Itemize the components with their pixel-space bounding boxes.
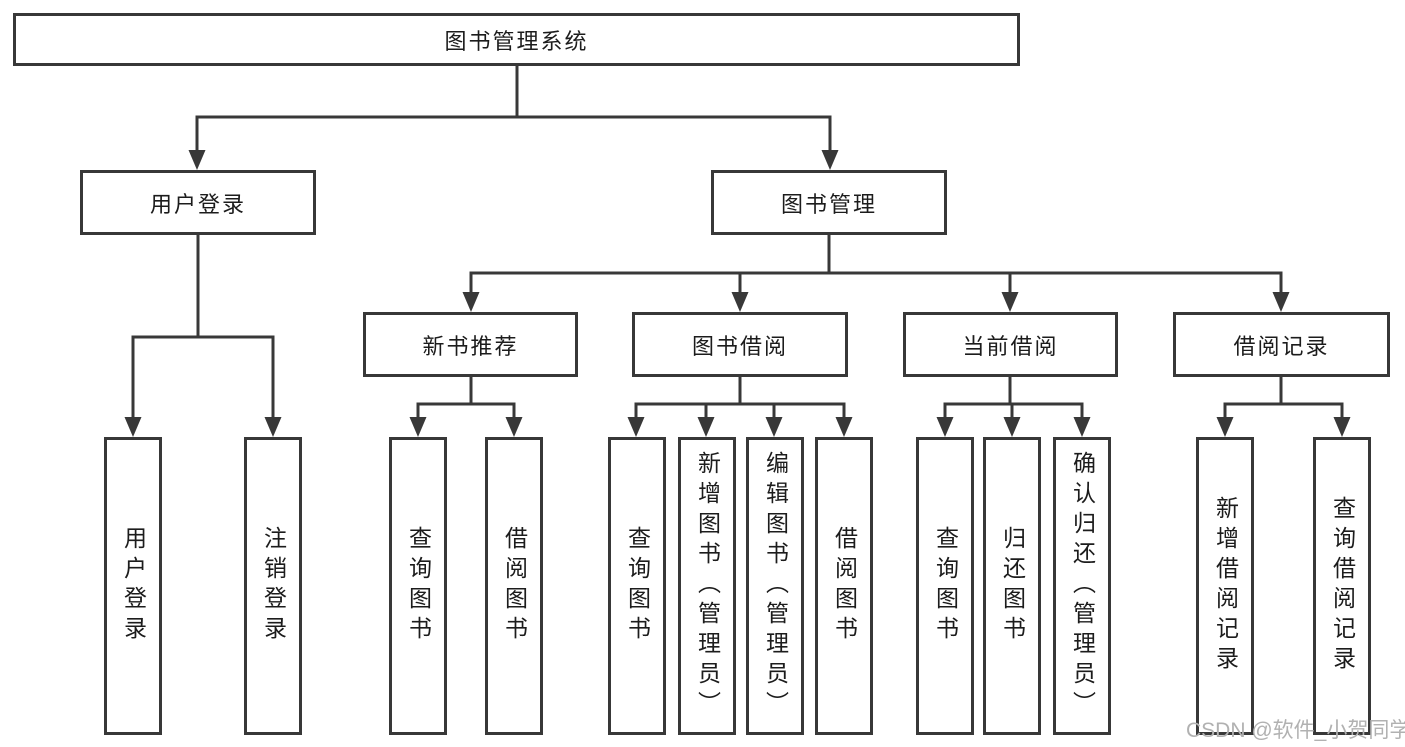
node-add-books-admin-label: 新增图书（管理员） <box>694 451 721 721</box>
node-add-borrow-record: 新增借阅记录 <box>1196 437 1254 735</box>
node-query-books-recommend: 查询图书 <box>389 437 447 735</box>
node-user-login-leaf: 用户登录 <box>104 437 162 735</box>
node-new-book-recommend: 新书推荐 <box>363 312 578 377</box>
node-query-books-current: 查询图书 <box>916 437 974 735</box>
connector-new-book-recommend-to-children <box>409 377 523 437</box>
node-return-books: 归还图书 <box>983 437 1041 735</box>
node-user-login-group: 用户登录 <box>80 170 316 235</box>
node-query-borrow-record: 查询借阅记录 <box>1313 437 1371 735</box>
node-logout-leaf-label: 注销登录 <box>260 526 287 646</box>
node-add-books-admin: 新增图书（管理员） <box>678 437 736 735</box>
node-book-management-label: 图书管理 <box>780 191 877 217</box>
watermark-text: CSDN @软件_小贺同学 <box>1186 719 1405 742</box>
node-borrow-books-leaf: 借阅图书 <box>815 437 873 735</box>
node-return-books-label: 归还图书 <box>999 526 1026 646</box>
node-library-system-label: 图书管理系统 <box>444 28 589 54</box>
node-query-borrow-record-label: 查询借阅记录 <box>1329 496 1356 676</box>
node-confirm-return-admin-label: 确认归还（管理员） <box>1069 451 1096 721</box>
node-logout-leaf: 注销登录 <box>244 437 302 735</box>
node-book-management: 图书管理 <box>711 170 947 235</box>
node-borrow-books-leaf-label: 借阅图书 <box>831 526 858 646</box>
connector-root-to-level2 <box>188 66 839 170</box>
node-confirm-return-admin: 确认归还（管理员） <box>1053 437 1111 735</box>
node-borrowing-records: 借阅记录 <box>1173 312 1390 377</box>
connector-borrowing-records-to-children <box>1216 377 1351 437</box>
connector-book-management-to-level3 <box>462 235 1290 312</box>
node-borrowing-records-label: 借阅记录 <box>1233 333 1330 359</box>
node-edit-books-admin-label: 编辑图书（管理员） <box>762 451 789 721</box>
node-user-login-group-label: 用户登录 <box>149 191 246 217</box>
connector-book-borrowing-to-children <box>627 377 853 437</box>
node-query-books-current-label: 查询图书 <box>932 526 959 646</box>
node-add-borrow-record-label: 新增借阅记录 <box>1212 496 1239 676</box>
node-borrow-books-recommend-label: 借阅图书 <box>501 526 528 646</box>
node-book-borrowing: 图书借阅 <box>632 312 848 377</box>
node-new-book-recommend-label: 新书推荐 <box>422 333 519 359</box>
node-user-login-leaf-label: 用户登录 <box>120 526 147 646</box>
node-query-books-borrowing-label: 查询图书 <box>624 526 651 646</box>
node-current-borrowing-label: 当前借阅 <box>962 333 1059 359</box>
node-query-books-borrowing: 查询图书 <box>608 437 666 735</box>
node-current-borrowing: 当前借阅 <box>903 312 1118 377</box>
node-library-system: 图书管理系统 <box>13 13 1020 66</box>
node-query-books-recommend-label: 查询图书 <box>405 526 432 646</box>
connector-user-login-to-children <box>124 235 282 437</box>
node-edit-books-admin: 编辑图书（管理员） <box>746 437 804 735</box>
connector-current-borrowing-to-children <box>936 377 1091 437</box>
node-borrow-books-recommend: 借阅图书 <box>485 437 543 735</box>
node-book-borrowing-label: 图书借阅 <box>691 333 788 359</box>
